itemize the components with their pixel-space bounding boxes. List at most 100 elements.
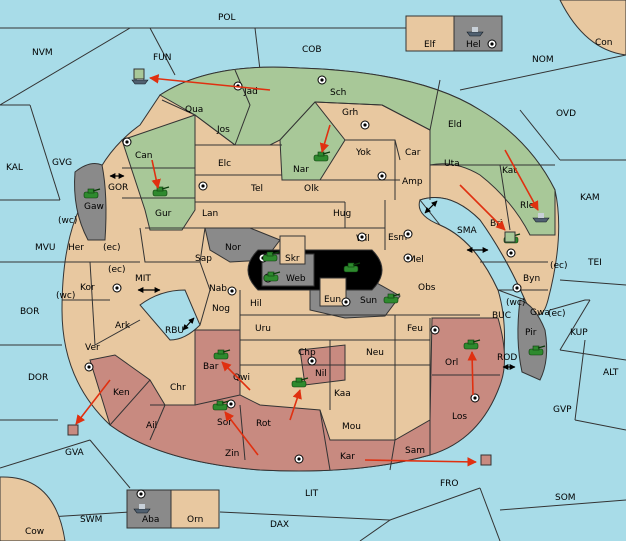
sea-label-mit: MIT bbox=[135, 274, 151, 284]
sea-label-con: Con bbox=[595, 38, 613, 48]
sea-label-dax: DAX bbox=[270, 520, 289, 530]
label-can: Can bbox=[135, 151, 153, 161]
label-kaa: Kaa bbox=[334, 389, 351, 399]
army-ost bbox=[343, 262, 361, 273]
sea-label-kup: KUP bbox=[570, 328, 588, 338]
label-ost: Ost bbox=[316, 258, 332, 268]
label-car: Car bbox=[405, 148, 421, 158]
sea-label-fun: FUN bbox=[153, 53, 172, 63]
fleet-fro bbox=[480, 454, 492, 466]
label-tel: Tel bbox=[250, 184, 263, 194]
army-nil bbox=[291, 377, 309, 388]
label-hel: Hel bbox=[466, 40, 481, 50]
coast-gwa-ec: (ec) bbox=[548, 309, 566, 319]
sea-label-ovd: OVD bbox=[556, 109, 576, 119]
label-web: Web bbox=[286, 274, 306, 284]
fleet-aba bbox=[133, 504, 151, 514]
sea-label-buc: BUC bbox=[492, 311, 511, 321]
army-orl bbox=[463, 339, 481, 350]
label-pir: Pir bbox=[525, 328, 537, 338]
sea-label-nvm: NVM bbox=[32, 48, 53, 58]
province-elf[interactable] bbox=[405, 15, 455, 52]
sea-label-alt: ALT bbox=[603, 368, 619, 378]
label-gwa: Gwa bbox=[530, 308, 550, 318]
label-hug: Hug bbox=[333, 209, 351, 219]
sea-label-fro: FRO bbox=[440, 479, 459, 489]
label-rot: Rot bbox=[256, 419, 271, 429]
sea-label-sma: SMA bbox=[457, 226, 477, 236]
label-qua: Qua bbox=[185, 105, 203, 115]
army-web bbox=[263, 271, 281, 282]
label-amp: Amp bbox=[402, 177, 423, 187]
label-ken: Ken bbox=[113, 388, 130, 398]
sea-label-gvg: GVG bbox=[52, 158, 72, 168]
province-pir[interactable] bbox=[517, 299, 548, 381]
label-ail: Ail bbox=[146, 421, 157, 431]
army-nor bbox=[262, 251, 280, 262]
fleet-hel bbox=[466, 27, 484, 37]
label-gaw: Gaw bbox=[84, 202, 104, 212]
fleets bbox=[67, 27, 550, 514]
fleet-gva bbox=[67, 424, 79, 436]
army-bar bbox=[213, 349, 231, 360]
sea-label-rod: ROD bbox=[497, 353, 517, 363]
army-sun bbox=[383, 293, 401, 304]
sea-label-kal: KAL bbox=[6, 163, 23, 173]
label-skr: Skr bbox=[285, 254, 300, 264]
label-orl: Orl bbox=[445, 358, 458, 368]
armies bbox=[83, 151, 546, 411]
label-uru: Uru bbox=[255, 324, 271, 334]
sea-label-rbu: RBU bbox=[165, 326, 184, 336]
label-kar: Kar bbox=[340, 452, 355, 462]
sea-label-gvp: GVP bbox=[553, 405, 572, 415]
label-uta: Uta bbox=[444, 159, 460, 169]
label-sam: Sam bbox=[405, 446, 425, 456]
sea-label-pol: POL bbox=[218, 13, 236, 23]
label-elf: Elf bbox=[424, 40, 436, 50]
sea-label-dor: DOR bbox=[28, 373, 48, 383]
sea-label-nom: NOM bbox=[532, 55, 554, 65]
label-obs: Obs bbox=[418, 283, 436, 293]
label-mou: Mou bbox=[342, 422, 361, 432]
army-gaw bbox=[83, 188, 101, 199]
sea-label-som: SOM bbox=[555, 493, 576, 503]
province-gaw[interactable] bbox=[74, 163, 107, 241]
province-nar[interactable] bbox=[279, 101, 346, 181]
province-orn[interactable] bbox=[170, 489, 220, 529]
sea-label-gor: GOR bbox=[108, 183, 128, 193]
sea-label-mvu: MVU bbox=[35, 243, 56, 253]
supply-centers bbox=[84, 39, 522, 499]
label-sch: Sch bbox=[330, 88, 346, 98]
province-skr[interactable] bbox=[279, 235, 306, 265]
coast-her-wc: (wc) bbox=[58, 216, 77, 226]
sea-label-kam: KAM bbox=[580, 193, 600, 203]
label-nog: Nog bbox=[212, 304, 230, 314]
label-sor: Sor bbox=[217, 418, 232, 428]
label-esm: Esm bbox=[388, 233, 407, 243]
label-ver: Ver bbox=[85, 343, 100, 353]
label-nar: Nar bbox=[293, 165, 309, 175]
sea-label-cow: Cow bbox=[25, 527, 44, 537]
sea-label-lit: LIT bbox=[305, 489, 319, 499]
label-hil: Hil bbox=[250, 299, 262, 309]
label-olk: Olk bbox=[304, 184, 320, 194]
sea-label-gva: GVA bbox=[65, 448, 85, 458]
label-yok: Yok bbox=[355, 148, 372, 158]
sea-labels: POL NVM FUN COB NOM Con OVD KAL GVG GOR … bbox=[6, 13, 619, 537]
label-her: Her bbox=[68, 243, 84, 253]
sea-label-bor: BOR bbox=[20, 307, 39, 317]
label-chp: Chp bbox=[298, 348, 316, 358]
fleet-rle bbox=[532, 213, 550, 223]
label-aba: Aba bbox=[142, 515, 159, 525]
unit-bri-box bbox=[504, 231, 516, 243]
label-orn: Orn bbox=[187, 515, 203, 525]
army-gur bbox=[152, 186, 170, 197]
label-neu: Neu bbox=[366, 348, 384, 358]
coast-kor-wc: (wc) bbox=[56, 291, 75, 301]
province-labels: Elf Hel Jad Sch Qua Jos Grh Eld Can Nar … bbox=[56, 40, 568, 525]
label-kat: Kat bbox=[502, 166, 517, 176]
label-feu: Feu bbox=[407, 324, 423, 334]
label-grh: Grh bbox=[342, 108, 358, 118]
label-lan: Lan bbox=[202, 209, 218, 219]
